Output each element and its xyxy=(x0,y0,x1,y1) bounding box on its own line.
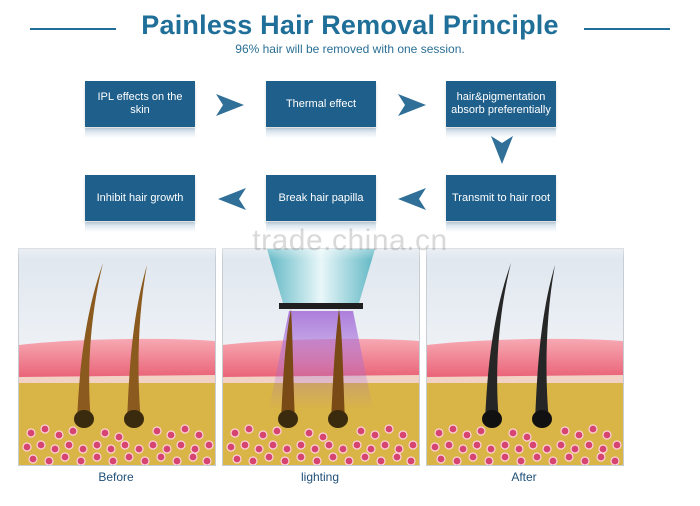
arrow-down-icon xyxy=(491,136,513,164)
step-break-papilla: Break hair papilla xyxy=(266,175,376,221)
skin-cross-section-lighting xyxy=(223,249,419,465)
arrow-left-icon xyxy=(398,188,426,210)
skin-cross-section-after xyxy=(427,249,623,465)
skin-cross-section-before xyxy=(19,249,215,465)
step-thermal-effect: Thermal effect xyxy=(266,81,376,127)
caption-lighting: lighting xyxy=(300,470,340,484)
caption-after: After xyxy=(511,470,537,484)
arrow-left-icon xyxy=(218,188,246,210)
caption-before: Before xyxy=(98,470,134,484)
watermark: trade.china.cn xyxy=(252,224,448,257)
step-transmit-root: Transmit to hair root xyxy=(446,175,556,221)
page-title: Painless Hair Removal Principle xyxy=(141,10,559,40)
panel-after xyxy=(426,248,624,466)
cell-dots xyxy=(22,424,214,465)
title-rule-left xyxy=(30,28,116,30)
ipl-handpiece-icon xyxy=(267,249,375,303)
panel-before xyxy=(18,248,216,466)
title-rule-right xyxy=(584,28,670,30)
arrow-right-icon xyxy=(398,94,426,116)
step-inhibit-growth: Inhibit hair growth xyxy=(85,175,195,221)
step-absorb: hair&pigmentation absorb preferentially xyxy=(446,81,556,127)
page-subtitle: 96% hair will be removed with one sessio… xyxy=(235,42,465,56)
arrow-right-icon xyxy=(216,94,244,116)
step-ipl-effects: IPL effects on the skin xyxy=(85,81,195,127)
panel-lighting xyxy=(222,248,420,466)
